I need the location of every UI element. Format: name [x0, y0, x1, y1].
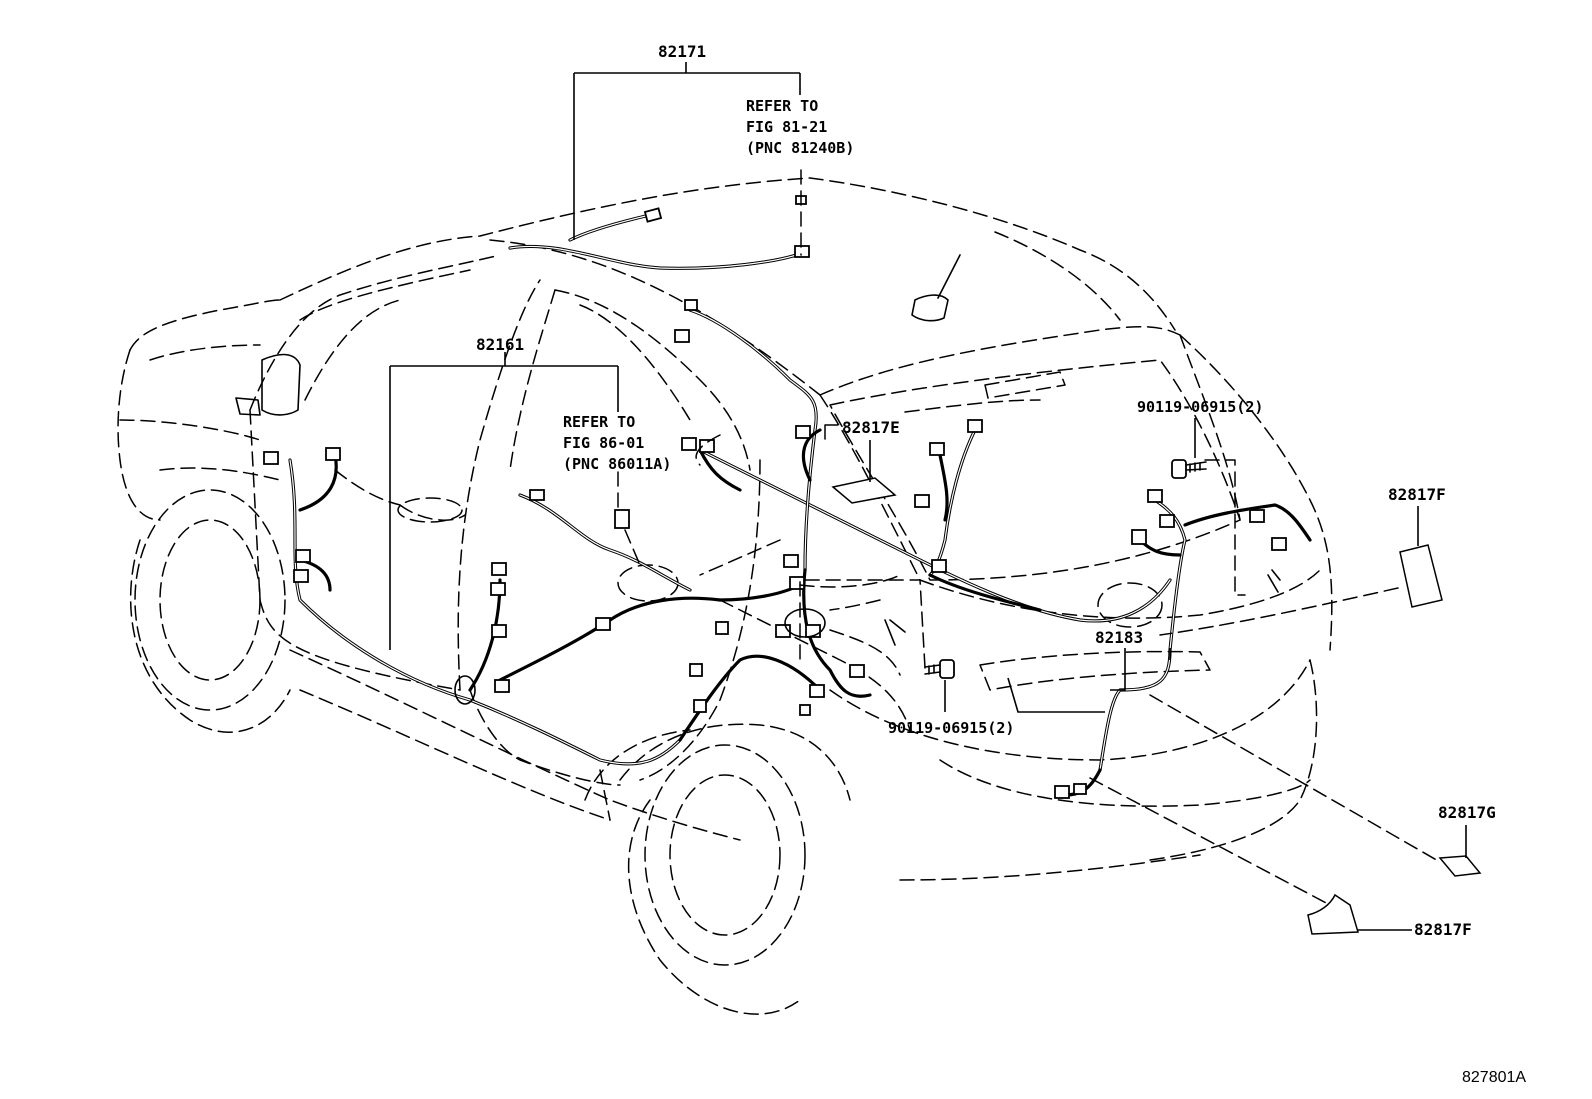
connectors: [263, 195, 1287, 799]
part-label-82171: 82171: [658, 42, 706, 61]
part-label-82817E: 82817E: [842, 418, 900, 437]
part-label-82817F-bottom: 82817F: [1414, 920, 1472, 939]
part-label-bolt-upper: 90119-06915(2): [1137, 398, 1263, 416]
part-label-bolt-lower: 90119-06915(2): [888, 719, 1014, 737]
bolt-lower-icon: [924, 659, 955, 679]
refer-note-door-line-1: REFER TO: [563, 413, 635, 431]
refer-note-door-line-3: (PNC 86011A): [563, 455, 671, 473]
refer-note-door: REFER TO FIG 86-01 (PNC 86011A): [563, 413, 671, 473]
label-tag-82817F-right: [1399, 544, 1443, 608]
part-label-82161: 82161: [476, 335, 524, 354]
label-tag-82817F-bottom: [1307, 893, 1359, 935]
part-label-82183: 82183: [1095, 628, 1143, 647]
leader-lines: [334, 62, 1467, 931]
part-label-82817G: 82817G: [1438, 803, 1496, 822]
refer-note-roof-line-1: REFER TO: [746, 97, 818, 115]
label-tag-82817G: [1438, 855, 1482, 877]
refer-note-roof: REFER TO FIG 81-21 (PNC 81240B): [746, 97, 854, 157]
refer-note-door-line-2: FIG 86-01: [563, 434, 644, 452]
clip-icon: [884, 569, 1281, 646]
bolt-upper-icon: [1171, 459, 1207, 479]
label-tag-82817E: [831, 477, 897, 504]
part-label-82817F-right: 82817F: [1388, 485, 1446, 504]
refer-note-roof-line-3: (PNC 81240B): [746, 139, 854, 157]
figure-number: 827801A: [1462, 1069, 1526, 1086]
refer-note-roof-line-2: FIG 81-21: [746, 118, 827, 136]
